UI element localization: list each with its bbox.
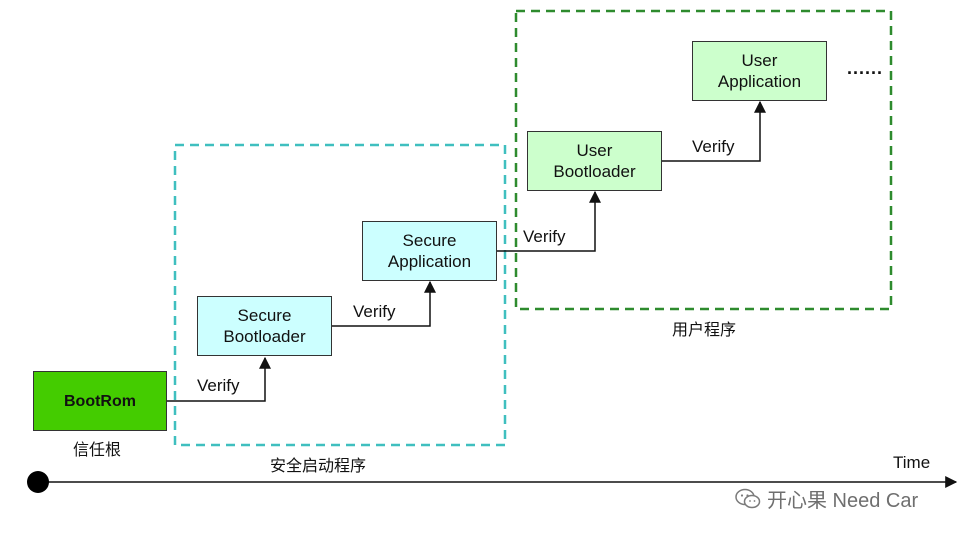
- user-program-group-border: [514, 9, 893, 311]
- user-program-group-label: 用户程序: [672, 320, 737, 339]
- secure-application-node: Secure Application: [362, 221, 497, 281]
- bootrom-node: BootRom: [33, 371, 167, 431]
- timeline-start-dot: [27, 471, 49, 493]
- watermark: 开心果 Need Car: [735, 484, 918, 513]
- verify-label-1: Verify: [197, 376, 240, 395]
- user-application-node: User Application: [692, 41, 827, 101]
- connector-secure-application-to-user-bootloader: [497, 190, 601, 252]
- secure-boot-group-border: [173, 143, 507, 447]
- secure-bootloader-node: Secure Bootloader: [197, 296, 332, 356]
- root-of-trust-label: 信任根: [73, 440, 122, 459]
- verify-label-3: Verify: [523, 227, 566, 246]
- timeline-label: Time: [893, 453, 931, 472]
- verify-label-4: Verify: [692, 137, 735, 156]
- user-bootloader-node: User Bootloader: [527, 131, 662, 191]
- connector-bootrom-to-secure-bootloader: [167, 356, 271, 402]
- wechat-icon: [735, 488, 761, 508]
- watermark-text: 开心果 Need Car: [767, 490, 919, 512]
- connector-user-bootloader-to-user-application: [662, 100, 766, 162]
- connector-secure-bootloader-to-secure-application: [332, 280, 436, 327]
- secure-boot-group-label: 安全启动程序: [270, 456, 367, 475]
- verify-label-2: Verify: [353, 302, 396, 321]
- continuation-ellipsis: ......: [847, 58, 884, 78]
